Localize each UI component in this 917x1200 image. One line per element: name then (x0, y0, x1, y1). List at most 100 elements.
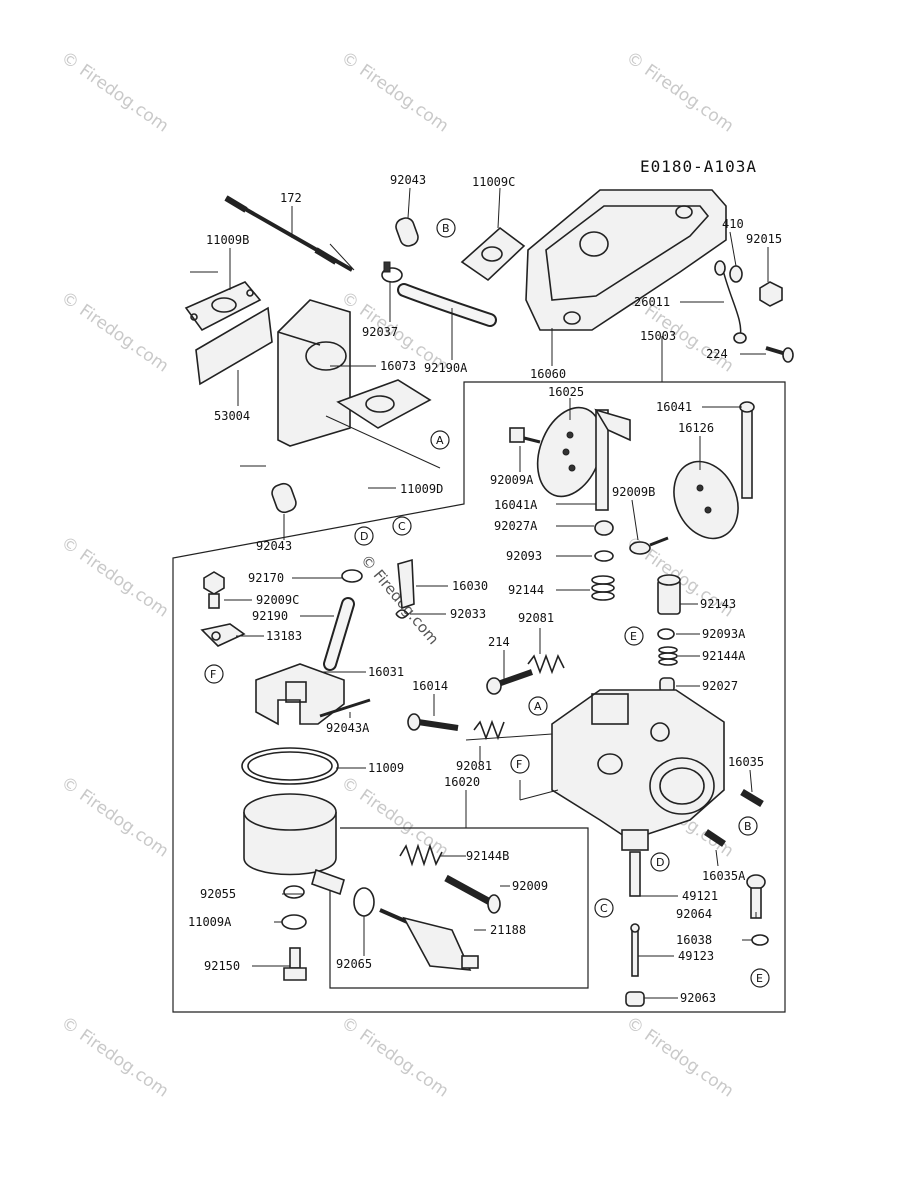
svg-text:B: B (744, 820, 752, 833)
subassembly-outline-16020 (329, 827, 589, 989)
throttle-valve-16025 (536, 406, 604, 498)
part-label: 11009B (206, 233, 249, 247)
part-label: 92150 (204, 959, 240, 973)
part-label: 224 (706, 347, 728, 361)
ref-marker-e: E (750, 968, 770, 988)
part-label: 410 (722, 217, 744, 231)
gasket-11009 (241, 747, 339, 785)
dowel-92043-top (395, 217, 419, 247)
part-label: 92144A (702, 649, 746, 663)
spring-92144 (591, 575, 615, 601)
part-label: 92143 (700, 597, 736, 611)
screw-224 (765, 346, 794, 363)
plug-92063 (625, 991, 645, 1007)
float-chamber-16020 (243, 793, 345, 896)
jet-49123 (630, 923, 640, 977)
part-label: 21188 (490, 923, 526, 937)
part-label: 11009 (368, 761, 404, 775)
watermark: © Firedog.com (337, 773, 452, 862)
part-label: 92170 (248, 571, 284, 585)
part-label: 13183 (266, 629, 302, 643)
part-label: 11009C (472, 175, 515, 189)
part-label: 92009 (512, 879, 548, 893)
spring-92144A (658, 646, 678, 666)
part-label: 92009B (612, 485, 655, 499)
carburetor-body (551, 689, 725, 851)
part-label: 92037 (362, 325, 398, 339)
watermark: © Firedog.com (57, 288, 172, 377)
gasket-11009C (460, 226, 526, 282)
part-label: 16031 (368, 665, 404, 679)
part-label: 16041A (494, 498, 538, 512)
part-label: 92009A (490, 473, 534, 487)
svg-text:A: A (436, 434, 444, 447)
stud-172 (224, 195, 353, 272)
svg-text:F: F (516, 758, 522, 771)
spring-92144B (399, 843, 443, 867)
screw-92064 (746, 874, 766, 919)
o-ring-92055 (283, 885, 305, 899)
choke-shaft-16041 (739, 401, 755, 499)
svg-text:D: D (360, 530, 368, 543)
lever-16030 (397, 558, 415, 610)
housing-16060 (525, 189, 727, 331)
watermark: © Firedog.com (337, 1013, 452, 1102)
screw-214 (486, 669, 533, 695)
nut-92015 (759, 281, 783, 307)
direction-lines (190, 243, 559, 801)
washer-92065 (353, 887, 375, 917)
watermark: © Firedog.com (57, 773, 172, 862)
part-label: 92190A (424, 361, 468, 375)
part-label: 26011 (634, 295, 670, 309)
part-label: 15003 (640, 329, 676, 343)
part-label: 92043 (256, 539, 292, 553)
part-label: 92144B (466, 849, 509, 863)
part-label: 214 (488, 635, 510, 649)
ref-marker-f: F (510, 754, 530, 774)
screw-92009A (509, 427, 541, 444)
part-label: 92081 (456, 759, 492, 773)
part-labels: 172 92043 11009C 410 92015 11009B 26011 … (188, 173, 782, 1005)
watermark: © Firedog.com (57, 48, 172, 137)
assembly-outline-15003 (172, 381, 786, 1013)
ref-marker-d: D (650, 852, 670, 872)
ref-marker-f: F (204, 664, 224, 684)
watermark: © Firedog.com (57, 1013, 172, 1102)
part-label: 53004 (214, 409, 250, 423)
ref-marker-e: E (624, 626, 644, 646)
svg-text:F: F (210, 668, 216, 681)
ref-marker-d: D (354, 526, 374, 546)
clip-92033 (395, 609, 410, 619)
bolt-92150 (283, 947, 307, 981)
plate-53004 (195, 306, 273, 386)
washer-11009A (281, 914, 307, 930)
watermark: © Firedog.com (622, 48, 737, 137)
part-label: 11009A (188, 915, 232, 929)
washer-410 (729, 265, 743, 283)
float-16031 (255, 663, 345, 726)
o-ring-16038 (751, 934, 769, 946)
svg-text:A: A (534, 700, 542, 713)
part-label: 16041 (656, 400, 692, 414)
solenoid-21188 (379, 908, 479, 971)
choke-valve-16126 (673, 460, 739, 540)
part-label: 92093A (702, 627, 746, 641)
emulsion-tube-49121 (629, 851, 641, 897)
part-label: 16126 (678, 421, 714, 435)
ref-marker-c: C (594, 898, 614, 918)
ref-marker-a: A (528, 696, 548, 716)
part-label: 172 (280, 191, 302, 205)
leader-lines (224, 187, 769, 999)
pilot-screw-16014 (407, 713, 459, 731)
part-label: 92009C (256, 593, 299, 607)
part-label: 92055 (200, 887, 236, 901)
part-label: 92015 (746, 232, 782, 246)
part-label: 92043 (390, 173, 426, 187)
jet-16035 (740, 788, 764, 808)
ring-92093A (657, 628, 675, 640)
part-label: 92093 (506, 549, 542, 563)
screw-92009 (444, 874, 501, 914)
part-label: 49121 (682, 889, 718, 903)
svg-text:C: C (398, 520, 406, 533)
